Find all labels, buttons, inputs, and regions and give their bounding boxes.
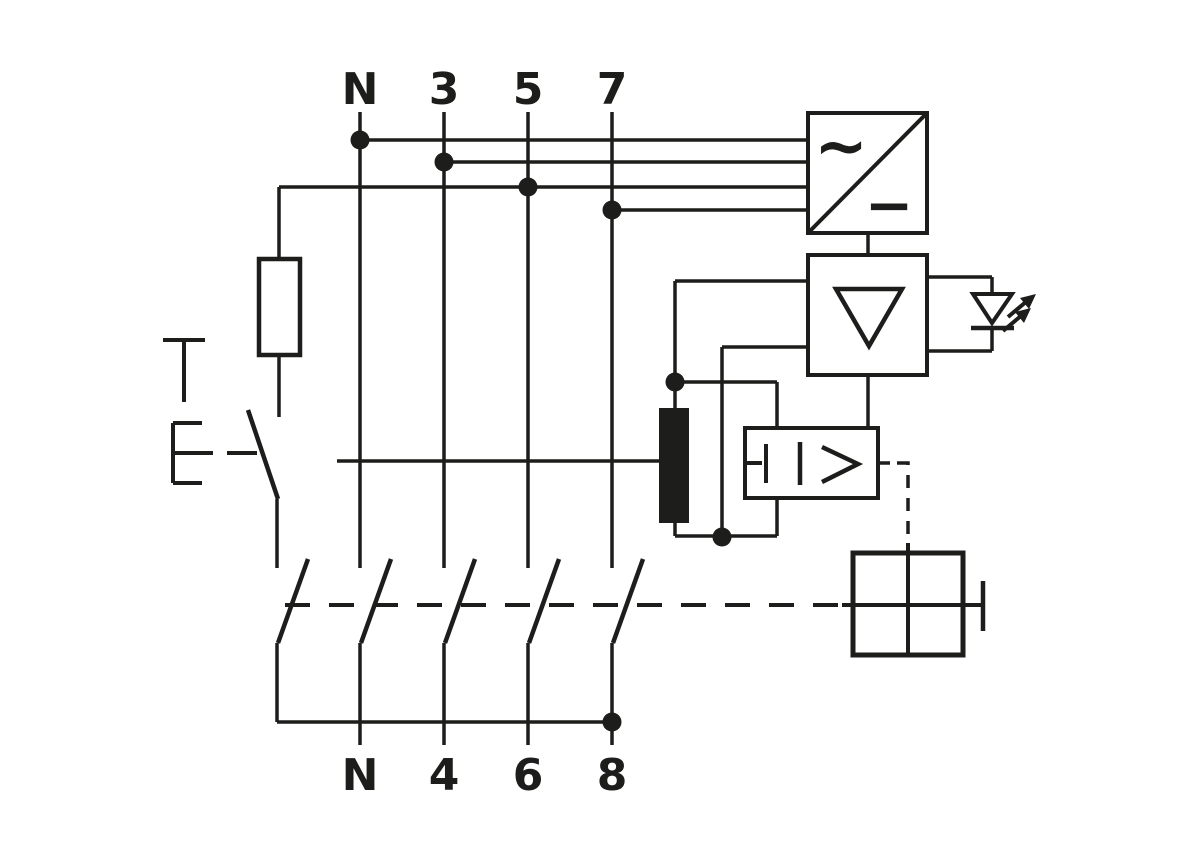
contact-blade xyxy=(275,558,311,644)
pole-conductors-upper xyxy=(358,112,614,568)
junction-dot xyxy=(602,712,622,732)
pole-conductors-lower xyxy=(275,643,622,745)
junction-dot xyxy=(518,177,538,197)
rectifier-block: ~ − xyxy=(806,110,929,255)
led-diode-icon xyxy=(969,292,1016,327)
contact-blade xyxy=(526,558,562,644)
trip-link-dashed xyxy=(897,461,910,543)
contact-blade xyxy=(358,558,394,644)
trip-relay-block xyxy=(743,426,910,543)
terminal-labels-bottom: N 4 6 8 xyxy=(342,750,628,801)
terminal-labels-top: N 3 5 7 xyxy=(342,64,628,115)
supply-tap-lines xyxy=(279,130,808,220)
test-button[interactable] xyxy=(163,338,257,485)
amplifier xyxy=(806,253,929,377)
terminal-label-top-7: 7 xyxy=(597,64,628,115)
terminal-label-top-3: 3 xyxy=(429,64,460,115)
current-transformer-core xyxy=(659,408,689,523)
main-contacts xyxy=(275,558,646,644)
current-transformer xyxy=(659,279,808,547)
junction-dot xyxy=(602,200,622,220)
test-contact-blade xyxy=(245,409,281,500)
test-resistor xyxy=(256,256,303,358)
terminal-label-top-5: 5 xyxy=(513,64,544,115)
terminal-label-bottom-4: 4 xyxy=(429,750,460,801)
dc-glyph: − xyxy=(865,171,914,239)
amplifier-block xyxy=(806,253,929,428)
switch-mechanism xyxy=(285,543,986,658)
terminal-label-bottom-8: 8 xyxy=(597,750,628,801)
terminal-label-bottom-6: 6 xyxy=(513,750,544,801)
junction-dot xyxy=(434,152,454,172)
led-indicator xyxy=(927,275,1036,353)
junction-dot xyxy=(665,372,685,392)
contact-blade xyxy=(610,558,646,644)
led-emission-arrows-icon xyxy=(1001,294,1036,333)
test-circuit-branch xyxy=(245,187,303,568)
junction-dot xyxy=(350,130,370,150)
amplifier-triangle-icon xyxy=(832,286,906,351)
junction-dot xyxy=(712,527,732,547)
ac-glyph: ~ xyxy=(814,110,868,184)
terminal-label-bottom-n: N xyxy=(342,750,379,801)
threshold-chevron-icon xyxy=(820,444,864,485)
terminal-label-top-n: N xyxy=(342,64,379,115)
contact-blade xyxy=(442,558,478,644)
